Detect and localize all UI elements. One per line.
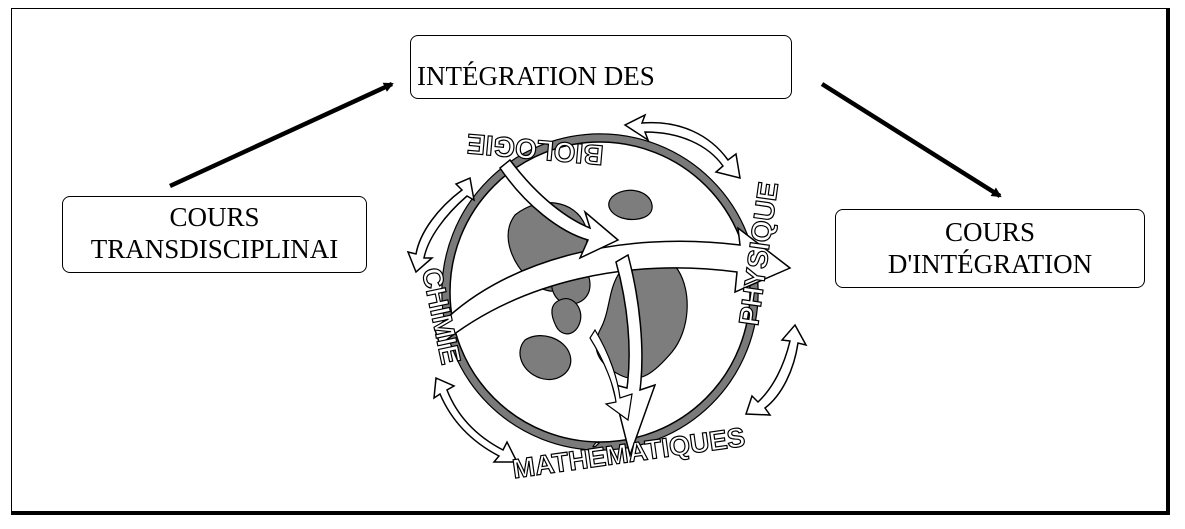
continent-4 xyxy=(519,335,572,381)
double-arrow-biologie-physique xyxy=(623,113,741,180)
continent-6 xyxy=(551,298,582,335)
sweep-arrows xyxy=(434,158,792,458)
double-arrow-physique-mathematiques xyxy=(744,323,808,416)
box-integration-des: INTÉGRATION DES xyxy=(410,35,792,99)
box-right-line2: D'INTÉGRATION xyxy=(887,249,1093,279)
box-left-line1: COURS xyxy=(169,202,260,232)
continent-2 xyxy=(608,189,653,221)
globe-ring-fill xyxy=(442,134,758,450)
double-arrow-chimie-biologie xyxy=(406,176,476,274)
arrow-left-to-top xyxy=(169,81,394,189)
box-left-line2: TRANSDISCIPLINAI xyxy=(90,234,339,264)
globe xyxy=(441,133,759,451)
sweep-arrow-down-2 xyxy=(589,328,633,422)
box-top-text: INTÉGRATION DES xyxy=(417,61,655,91)
sweep-arrow-biologie-down xyxy=(498,158,620,260)
box-right-line1: COURS xyxy=(944,217,1036,247)
box-cours-transdisciplinaire: COURS TRANSDISCIPLINAI xyxy=(62,196,367,273)
arrow-top-to-right xyxy=(820,82,1002,198)
double-arrow-chimie-mathematiques xyxy=(433,376,519,463)
discipline-double-arrows xyxy=(406,113,808,463)
sweep-arrow-chimie-physique xyxy=(434,226,792,347)
box-cours-integration: COURS D'INTÉGRATION xyxy=(835,209,1145,288)
